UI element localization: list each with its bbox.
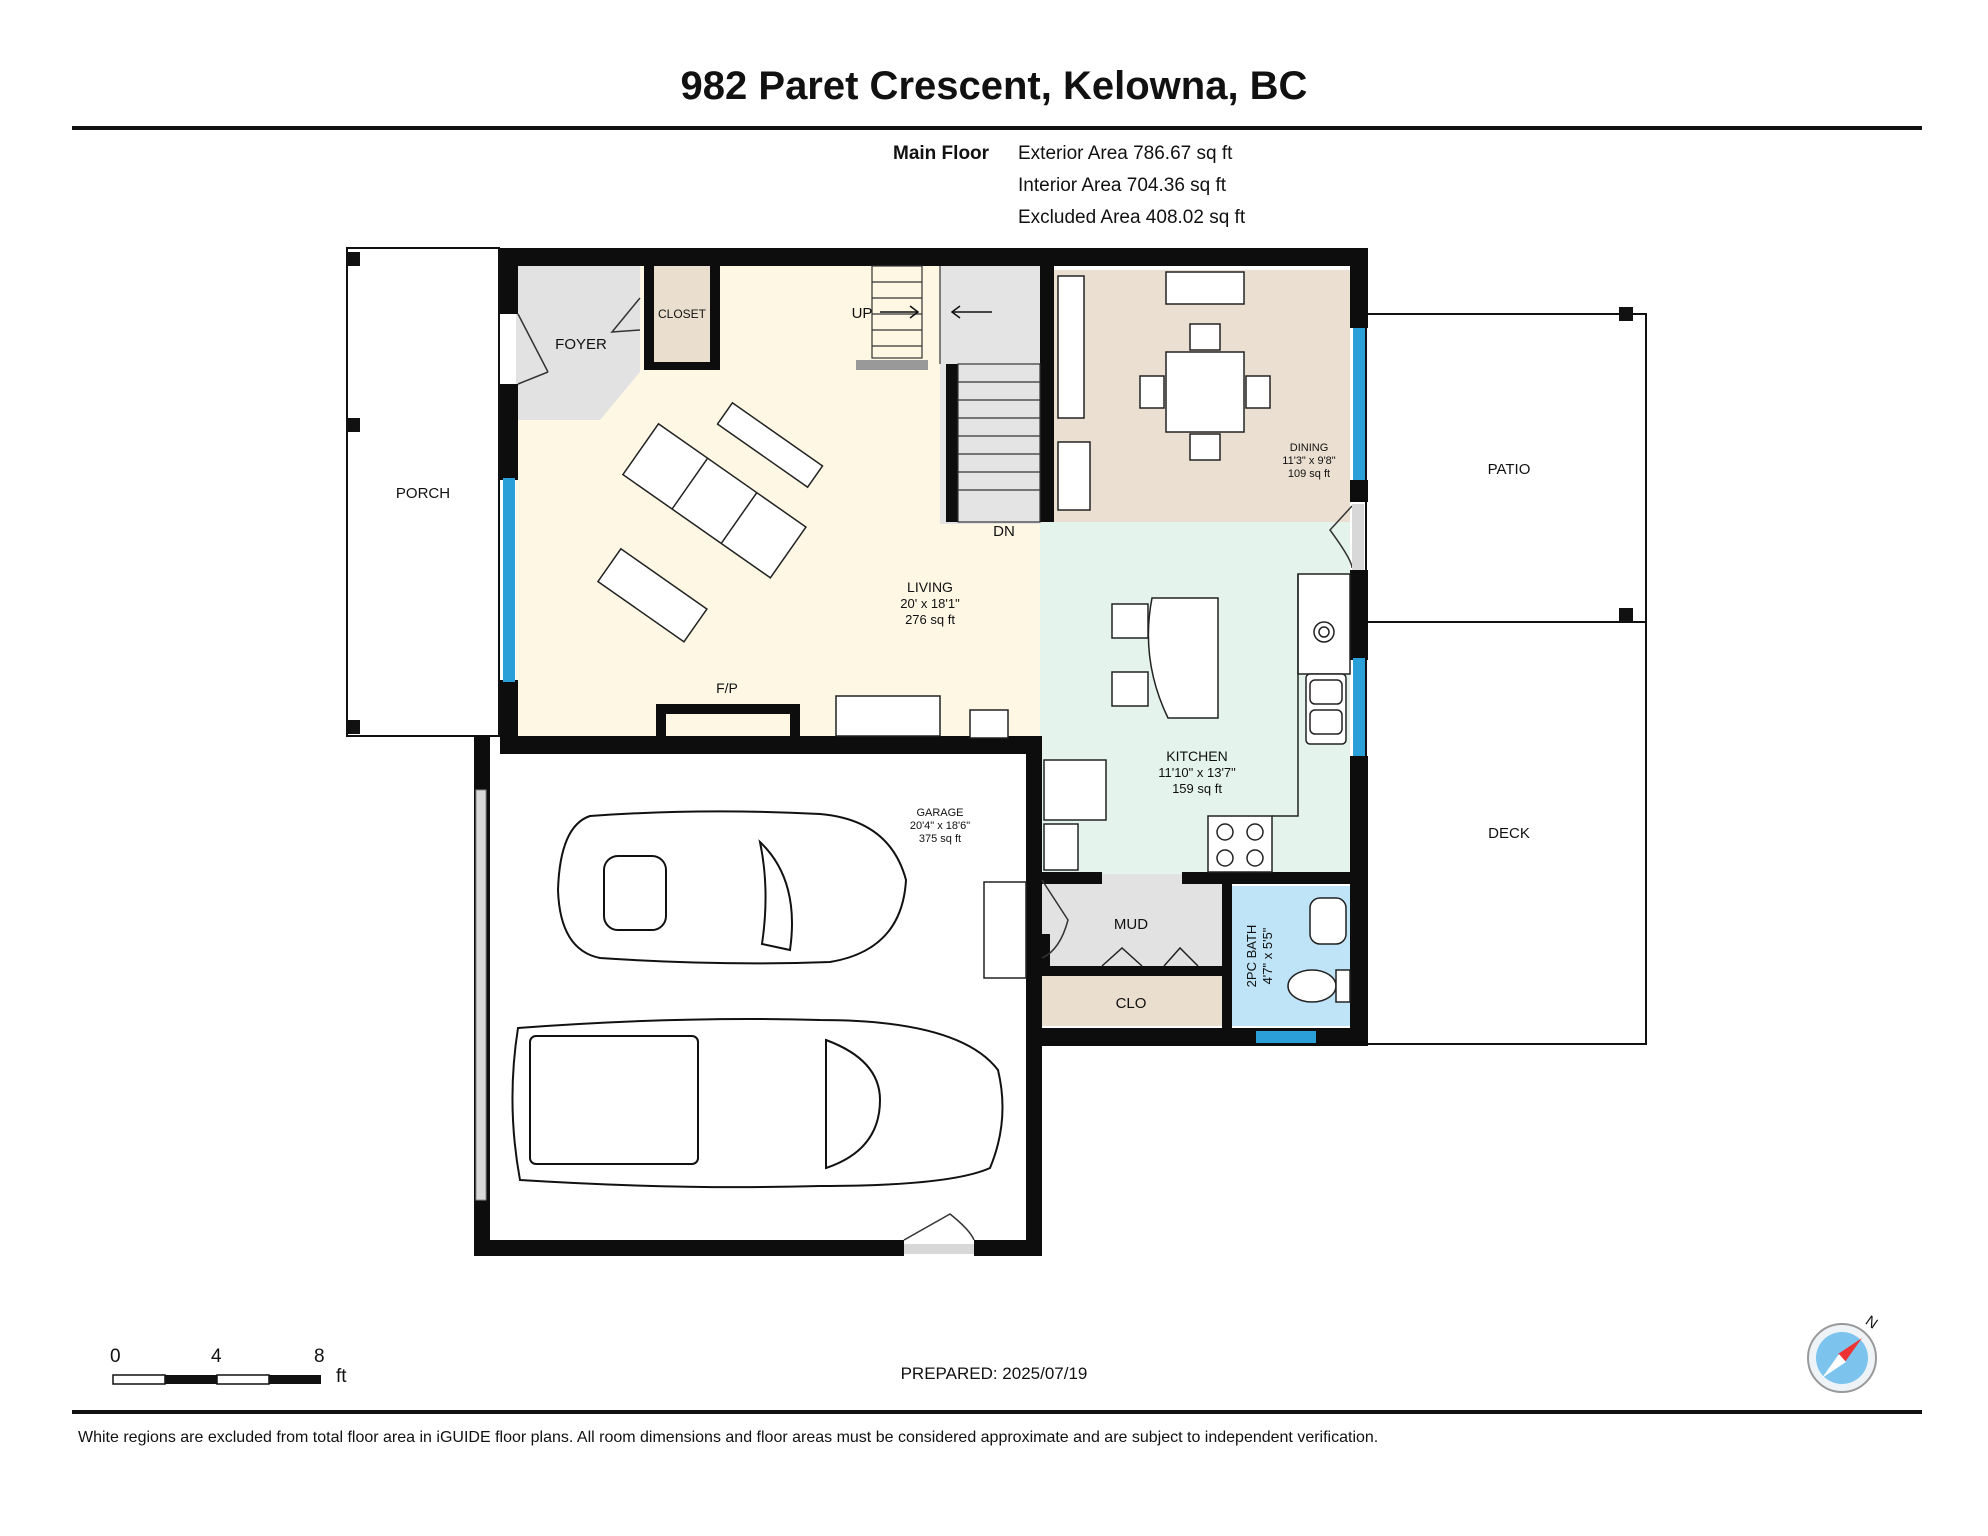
porch-outline: [346, 247, 500, 737]
kitchen-counter: [1272, 574, 1299, 817]
doors: [517, 297, 1353, 1241]
dining-furniture: [1057, 271, 1271, 511]
porch-post: [346, 252, 360, 266]
living-furniture: [596, 401, 1009, 739]
garage-area: 375 sq ft: [919, 833, 961, 845]
dining-label: DINING: [1290, 442, 1329, 454]
footer-divider: [72, 1410, 1922, 1414]
disclaimer: White regions are excluded from total fl…: [78, 1429, 1379, 1446]
prepared-date: PREPARED: 2025/07/19: [900, 1364, 1088, 1383]
scale-tick-4: 4: [211, 1346, 222, 1367]
up-label: UP: [852, 305, 873, 322]
kitchen-furniture: [1043, 573, 1351, 873]
truck-icon: [511, 1018, 1004, 1189]
dining-dims: 11'3" x 9'8": [1282, 455, 1335, 467]
living-area: 276 sq ft: [905, 612, 955, 627]
foyer-label: FOYER: [555, 336, 607, 353]
porch-post: [346, 418, 360, 432]
patio-door: [1352, 504, 1364, 570]
deck-label: DECK: [1488, 825, 1530, 842]
dining-area: 109 sq ft: [1288, 468, 1330, 480]
kitchen-dims: 11'10" x 13'7": [1158, 765, 1236, 780]
garage-man-door: [904, 1244, 974, 1254]
garage-label: GARAGE: [916, 807, 963, 819]
bath-fixtures: [1287, 897, 1351, 1003]
exterior-area: Exterior Area 786.67 sq ft: [1018, 143, 1233, 164]
patio-post: [1619, 307, 1633, 321]
plan-title: 982 Paret Crescent, Kelowna, BC: [680, 64, 1308, 108]
scale-unit: ft: [336, 1366, 347, 1387]
closet-fill: [654, 264, 710, 364]
porch-label: PORCH: [396, 485, 450, 502]
kitchen-area: 159 sq ft: [1172, 781, 1222, 796]
floor-name: Main Floor: [893, 143, 990, 164]
bath-label: 2PC BATH: [1244, 925, 1259, 988]
excluded-area: Excluded Area 408.02 sq ft: [1018, 207, 1246, 228]
porch-post: [346, 720, 360, 734]
stair-arrows: [880, 305, 992, 319]
scale-bar: [112, 1374, 321, 1385]
bath-dims: 4'7" x 5'5": [1260, 927, 1275, 984]
scale-tick-8: 8: [314, 1346, 325, 1367]
title-divider: [72, 126, 1922, 130]
stairs: [871, 265, 1041, 523]
windows: [503, 328, 1365, 1043]
compass-icon: [1807, 1323, 1877, 1393]
mud-label: MUD: [1114, 916, 1148, 933]
kitchen-label: KITCHEN: [1166, 748, 1227, 764]
foyer-fill: [516, 264, 640, 420]
clo-label: CLO: [1116, 995, 1147, 1012]
closet-label: CLOSET: [658, 307, 707, 321]
clo-fill: [1040, 976, 1222, 1026]
living-dims: 20' x 18'1": [900, 596, 960, 611]
dn-label: DN: [993, 523, 1015, 540]
interior-area: Interior Area 704.36 sq ft: [1018, 175, 1227, 196]
living-label: LIVING: [907, 579, 953, 595]
mud-details: [983, 881, 1199, 979]
garage-door: [475, 789, 487, 1201]
garage-dims: 20'4" x 18'6": [910, 820, 970, 832]
patio-label: PATIO: [1488, 461, 1531, 478]
car-icon: [556, 810, 908, 965]
stair-rail: [856, 360, 928, 370]
scale-tick-0: 0: [110, 1346, 121, 1367]
patio-post: [1619, 608, 1633, 622]
fireplace-label: F/P: [716, 680, 738, 696]
mud-fill: [1040, 874, 1222, 974]
